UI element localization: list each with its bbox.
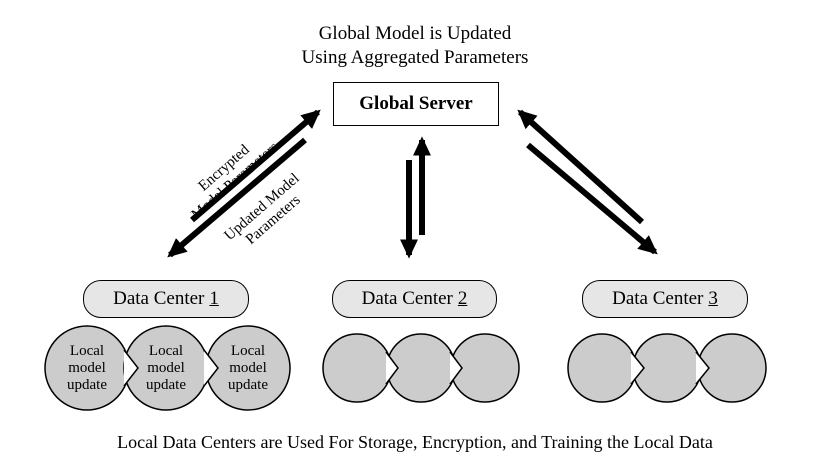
connector-chevron-3-1 xyxy=(630,351,645,385)
data-center-2-number: 2 xyxy=(457,288,468,309)
local-circle-2-1 xyxy=(322,333,392,403)
connector-chevron-3-2 xyxy=(695,351,710,385)
connector-chevron-1-2 xyxy=(203,349,219,387)
global-server-box: Global Server xyxy=(333,82,499,126)
right-download-arrow xyxy=(526,142,658,255)
bottom-caption: Local Data Centers are Used For Storage,… xyxy=(117,432,713,452)
connector-chevron-2-2 xyxy=(449,351,463,385)
caption-line-1: Global Model is Updated xyxy=(318,23,512,44)
connector-chevron-1-1 xyxy=(123,349,139,387)
local-circle-3-1 xyxy=(567,333,637,403)
local-update-label-2: Local model update xyxy=(146,343,186,393)
encrypted-upload-arrow xyxy=(190,109,321,223)
right-upload-arrow xyxy=(517,109,645,225)
updated-download-arrow xyxy=(167,137,307,258)
caption-line-2: Using Aggregated Parameters xyxy=(301,47,529,68)
global-server-label: Global Server xyxy=(359,93,473,114)
local-update-label-1: Local model update xyxy=(67,343,107,393)
data-center-3-number: 3 xyxy=(708,288,718,309)
top-caption: Global Model is Updated Using Aggregated… xyxy=(0,22,830,70)
connector-chevron-2-1 xyxy=(385,351,399,385)
local-update-label-3: Local model update xyxy=(228,343,268,393)
data-center-1-number: 1 xyxy=(209,288,219,309)
